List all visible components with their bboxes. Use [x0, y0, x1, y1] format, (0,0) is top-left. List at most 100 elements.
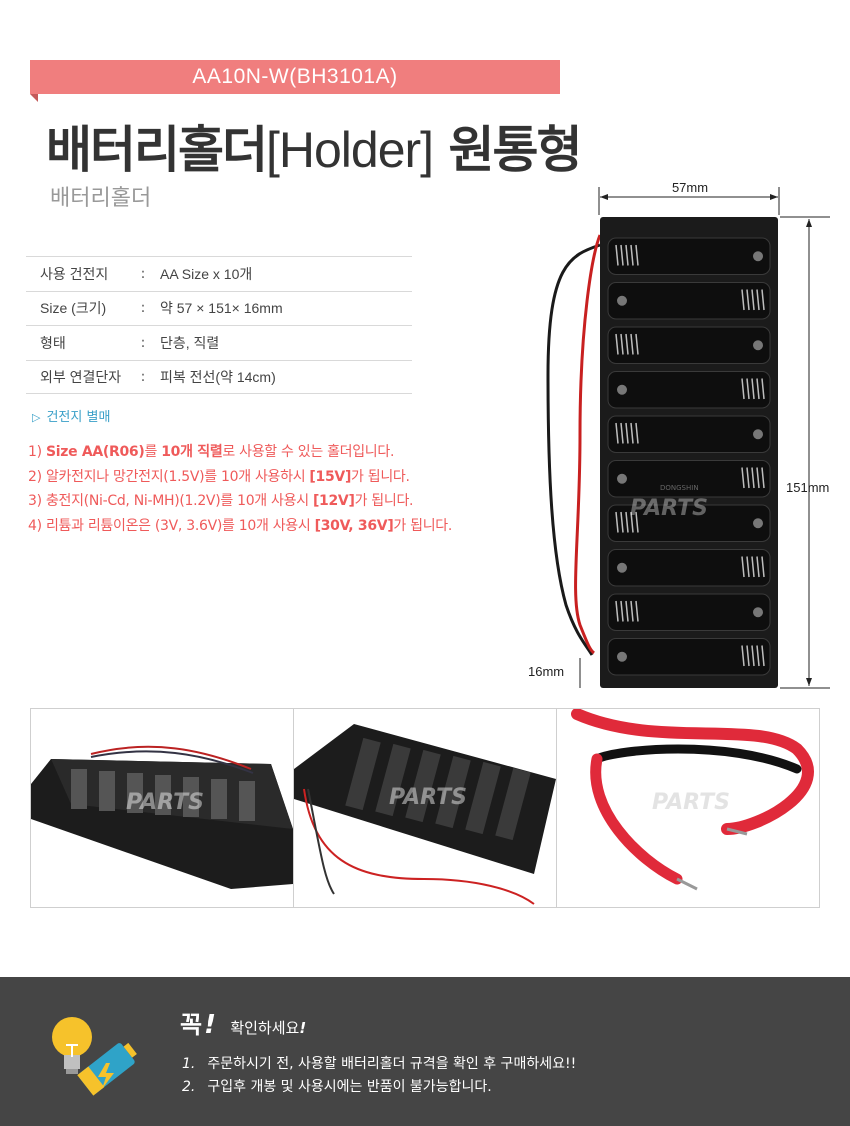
spring-contact [741, 556, 765, 578]
note-text: 가 됩니다. [354, 493, 414, 510]
note-item: 3) 충전지(Ni-Cd, Ni-MH)(1.2V)를 10개 사용시 [12V… [28, 490, 452, 515]
triangle-right-icon: ▷ [32, 411, 41, 424]
plus-contact [617, 473, 627, 484]
plus-contact [617, 651, 627, 662]
footer-title-exclaim: ! [204, 1010, 216, 1040]
watermark-parts: PARTS [630, 496, 708, 521]
note-number: 1) [28, 444, 42, 460]
battery-slot [607, 638, 771, 676]
battery-slots [607, 237, 771, 676]
spec-value: 피복 전선(약 14cm) [160, 368, 276, 385]
footer-list-number: 1. [182, 1056, 196, 1072]
note-text: 10개 직렬 [161, 444, 223, 460]
note-text: [30V, 36V] [314, 518, 394, 535]
spring-contact [615, 333, 639, 355]
battery-slot [607, 593, 771, 631]
note-text: 리튬과 리튬이온은 (3V, 3.6V)를 10개 사용시 [45, 518, 315, 535]
note-number: 4) [28, 518, 42, 535]
footer-subtitle: 확인하세요 [230, 1019, 300, 1037]
note-item: 4) 리튬과 리튬이온은 (3V, 3.6V)를 10개 사용시 [30V, 3… [28, 515, 452, 540]
spring-contact [741, 378, 765, 400]
page-subtitle: 배터리홀더 [50, 186, 152, 211]
battery-slot [607, 237, 771, 275]
height-label: 151mm [786, 480, 829, 495]
note-item: 1) Size AA(R06)를 10개 직렬로 사용할 수 있는 홀더입니다. [28, 441, 452, 466]
footer-list-text: 구입후 개봉 및 사용시에는 반품이 불가능합니다. [207, 1079, 492, 1095]
note-text: Size AA(R06) [45, 444, 145, 460]
spec-value: 약 57 × 151× 16mm [160, 300, 283, 317]
watermark-parts: PARTS [389, 785, 467, 810]
plus-contact [617, 384, 627, 395]
footer-list-item: 2.구입후 개봉 및 사용시에는 반품이 불가능합니다. [182, 1076, 576, 1099]
battery-slot [607, 326, 771, 364]
battery-slot [607, 282, 771, 320]
note-text: 알카전지나 망간전지(1.5V)를 10개 사용하시 [45, 468, 310, 485]
spec-label: 외부 연결단자 [40, 368, 122, 385]
lightbulb-battery-icon [52, 1017, 137, 1096]
plus-contact [753, 607, 763, 618]
note-number: 3) [28, 493, 42, 510]
spec-label: 형태 [40, 334, 66, 351]
note-text: 로 사용할 수 있는 홀더입니다. [222, 444, 395, 460]
note-text: 를 [144, 444, 162, 460]
model-banner: AA10N-W(BH3101A) [30, 60, 560, 102]
title-suffix: 원통형 [448, 121, 583, 179]
holder-bottom-image: PARTS [294, 724, 556, 905]
black-wire [546, 243, 601, 656]
spring-contact [741, 289, 765, 311]
footer-notice: 꼭! 확인하세요! 1. 주문하시기 전, 사용할 배터리홀더 규격을 확인 후 … [0, 977, 850, 1126]
battery-slot [607, 549, 771, 587]
note-item: 2) 알카전지나 망간전지(1.5V)를 10개 사용하시 [15V]가 됩니다… [28, 466, 452, 491]
sold-separately-note: ▷ 건전지 별매 [32, 406, 110, 425]
spring-contact [615, 244, 639, 266]
depth-label: 16mm [528, 664, 564, 679]
battery-slot [607, 504, 771, 542]
photo-gallery: PARTS PARTS PARTS [30, 708, 820, 908]
spring-contact [615, 511, 639, 533]
plus-contact [617, 562, 627, 573]
note-text: 충전지(Ni-Cd, Ni-MH)(1.2V)를 10개 사용시 [45, 493, 313, 510]
spring-contact [741, 645, 765, 667]
spec-value: AA Size x 10개 [160, 265, 253, 282]
sold-separately-text: 건전지 별매 [46, 410, 111, 425]
note-text: [15V] [309, 468, 352, 485]
footer-title: 꼭! 확인하세요! [180, 1005, 306, 1040]
plus-contact [753, 340, 763, 351]
spring-contact [615, 422, 639, 444]
plus-contact [753, 429, 763, 440]
spec-colon: : [140, 334, 146, 351]
battery-holder-diagram: 57mm 151mm 16mm PARTS DONGSHIN [528, 180, 830, 689]
watermark-parts: PARTS [126, 790, 204, 815]
footer-list-item: 1. 주문하시기 전, 사용할 배터리홀더 규격을 확인 후 구매하세요!! [182, 1053, 576, 1076]
battery-slot [607, 371, 771, 409]
spec-row: 사용 건전지 : AA Size x 10개 [26, 256, 412, 291]
notes-list: 1) Size AA(R06)를 10개 직렬로 사용할 수 있는 홀더입니다.… [28, 441, 452, 540]
spec-label: Size (크기) [40, 300, 107, 317]
spec-colon: : [140, 368, 146, 385]
battery-slot [607, 460, 771, 498]
spec-colon: : [140, 265, 146, 282]
plus-contact [753, 518, 763, 529]
title-main: 배터리홀더 [46, 121, 268, 179]
footer-subtitle-exclaim: ! [299, 1019, 307, 1037]
spec-value: 단층, 직렬 [160, 334, 220, 351]
wires-image: PARTS [571, 709, 814, 891]
page-title: 배터리홀더[Holder] 원통형 [46, 110, 583, 182]
note-number: 2) [28, 468, 42, 485]
photo-holder-angle: PARTS [31, 709, 294, 907]
spec-table: 사용 건전지 : AA Size x 10개 Size (크기) : 약 57 … [26, 256, 412, 394]
title-bracket: [Holder] [266, 122, 434, 178]
watermark-brand: DONGSHIN [660, 484, 699, 492]
plus-contact [617, 295, 627, 306]
photo-wires: PARTS [557, 709, 819, 907]
battery-slot [607, 415, 771, 453]
spec-label: 사용 건전지 [40, 265, 109, 282]
width-label: 57mm [672, 180, 708, 195]
footer-list: 1. 주문하시기 전, 사용할 배터리홀더 규격을 확인 후 구매하세요!! 2.… [182, 1053, 576, 1099]
note-text: 가 됩니다. [351, 468, 410, 485]
spring-contact [741, 467, 765, 489]
spec-colon: : [140, 300, 146, 317]
footer-title-main: 꼭 [180, 1011, 203, 1039]
holder-angle-image: PARTS [31, 745, 293, 889]
footer-list-text: 주문하시기 전, 사용할 배터리홀더 규격을 확인 후 구매하세요!! [207, 1056, 577, 1072]
